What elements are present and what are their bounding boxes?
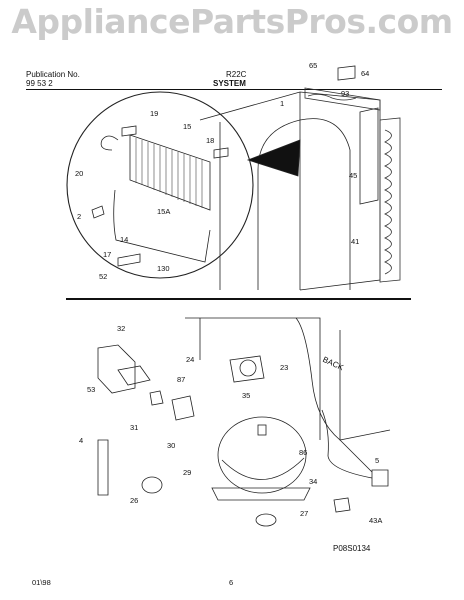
callout-label: 43A	[369, 516, 383, 525]
callout-label: 30	[167, 441, 176, 450]
callout-label: 27	[300, 509, 309, 518]
callout-label: 35	[242, 391, 251, 400]
callout-label: 5	[375, 456, 380, 465]
page-number: 6	[229, 578, 234, 587]
callout-label: 14	[120, 235, 129, 244]
callout-label: 45	[349, 171, 358, 180]
callout-label: 23	[280, 363, 289, 372]
publication-number: 99 53 2	[26, 79, 53, 88]
section-title: SYSTEM	[213, 79, 246, 88]
callout-label: 24	[186, 355, 195, 364]
callout-label: 31	[130, 423, 139, 432]
callout-label: 1	[280, 99, 285, 108]
callout-label: 52	[99, 272, 108, 281]
callout-label: 64	[361, 69, 370, 78]
callout-label: 15A	[157, 207, 171, 216]
callout-label: 19	[150, 109, 159, 118]
callout-label: 53	[87, 385, 96, 394]
callout-label: 34	[309, 477, 318, 486]
figure-code: P08S0134	[333, 544, 371, 553]
callout-label: 65	[309, 61, 318, 70]
callout-label: 87	[177, 375, 186, 384]
callout-label: 20	[75, 169, 84, 178]
callout-label: 26	[130, 496, 139, 505]
model-number: R22C	[226, 70, 247, 79]
callout-label: 29	[183, 468, 192, 477]
callout-label: 130	[157, 264, 170, 273]
footer-date: 01\98	[32, 578, 51, 587]
callout-label: 18	[206, 136, 215, 145]
callout-label: 93	[341, 89, 350, 98]
callout-label: 15	[183, 122, 192, 131]
header-rule	[26, 89, 442, 90]
callout-label: 32	[117, 324, 126, 333]
callout-label: 2	[77, 212, 82, 221]
callout-label: 41	[351, 237, 360, 246]
callout-label: 4	[79, 436, 84, 445]
callout-label: 17	[103, 250, 112, 259]
watermark: AppliancePartsPros.com	[11, 2, 453, 41]
section-divider	[66, 298, 411, 300]
callout-label: 86	[299, 448, 308, 457]
publication-label: Publication No.	[26, 70, 80, 79]
